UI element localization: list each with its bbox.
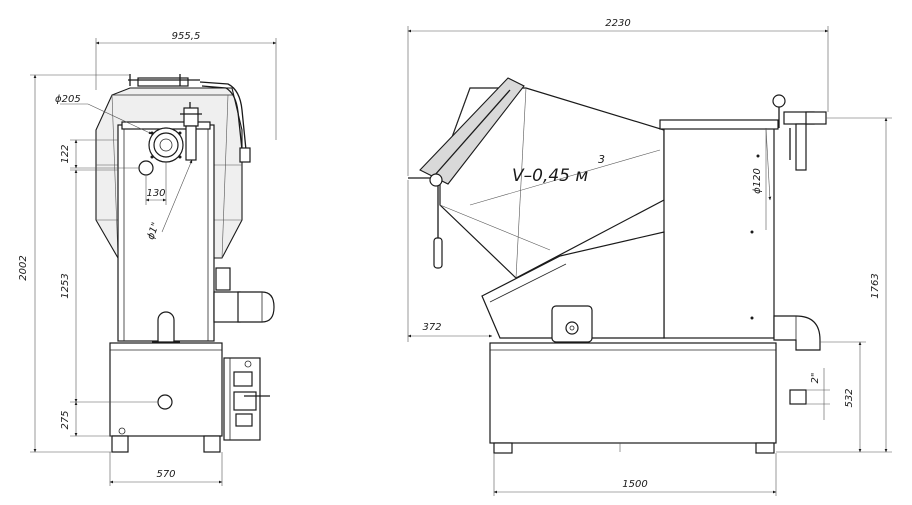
side-dim-1500-label: 1500 [622,479,647,490]
front-dim-205: ϕ205 [55,94,153,135]
front-side-pipe [213,267,275,323]
front-dim-570-label: 570 [156,469,175,480]
front-dim-275-label: 275 [60,410,71,429]
side-dim-372: 372 [407,180,493,342]
front-port [138,160,154,176]
side-lid-arm [408,77,525,269]
side-dim-pipe-dia: ϕ120 [752,168,763,194]
side-cabinet [659,119,779,339]
front-dim-width-top: 955,5 [172,31,201,42]
front-view: 955,5 2002 ϕ205 122 130 ϕ1" [18,31,277,486]
side-dim-532: 532 [820,341,866,453]
side-dim-1763: 1763 [776,117,892,453]
front-control-box [223,357,270,441]
front-lid [128,74,251,163]
front-valve [180,102,202,161]
side-dim-372-label: 372 [422,322,441,333]
side-dim-1763-label: 1763 [870,273,881,298]
front-dim-130: 130 [145,162,167,205]
side-outlet-pipe [773,315,821,405]
side-volume-label: V–0,45 м [512,166,588,186]
front-dim-122: 122 [60,139,140,169]
side-dim-532-label: 532 [844,388,855,407]
front-dim-2002: 2002 [18,74,130,453]
side-dim-1500: 1500 [493,453,777,496]
side-dim-2230: 2230 [407,18,829,176]
front-base [109,342,223,453]
side-dim-120: ϕ120 [752,127,772,230]
side-dim-2in: 2" [806,368,830,420]
front-dim-1253: 1253 [60,169,158,403]
side-base [489,342,777,454]
front-column [117,121,215,342]
side-view: V–0,45 м 3 [407,18,892,496]
front-dim-122-label: 122 [60,144,71,163]
side-dim-thread-label: 2" [810,373,821,384]
front-dim-130-label: 130 [146,188,165,199]
front-dim-1253-label: 1253 [60,273,71,298]
side-volume-superscript: 3 [598,153,605,166]
front-dim-275: 275 [60,401,112,437]
side-gauge [772,94,827,171]
front-dim-570: 570 [109,452,223,486]
front-dim-flange-dia: ϕ205 [55,94,81,105]
side-hopper: V–0,45 м 3 [439,87,665,279]
front-dim-955: 955,5 [95,31,277,140]
side-trough [481,231,665,343]
side-dim-2230-label: 2230 [605,18,630,29]
front-dim-height-total: 2002 [18,255,29,280]
front-flange [148,127,184,163]
